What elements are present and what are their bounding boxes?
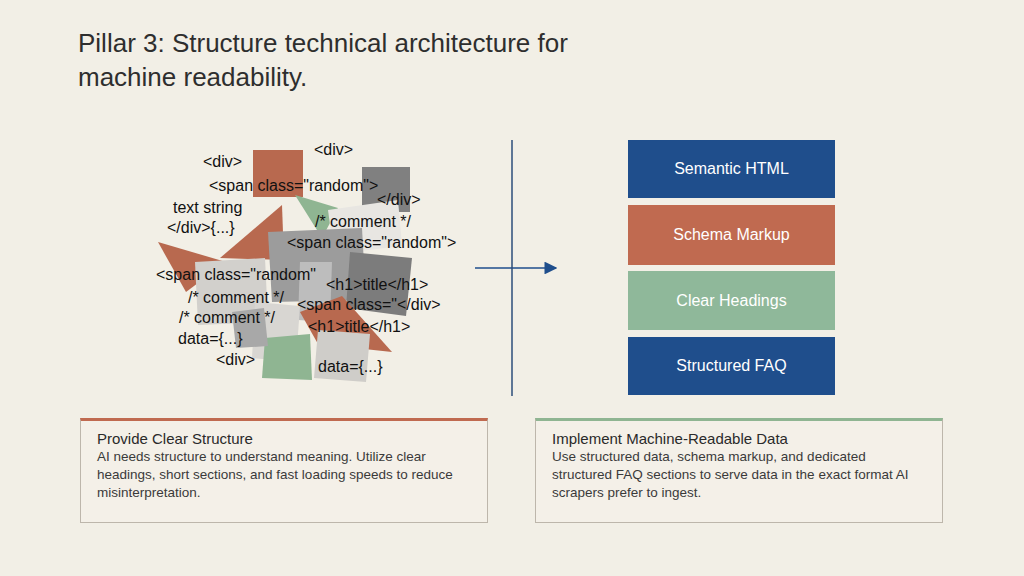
layer-band: Clear Headings bbox=[628, 271, 835, 330]
node-heading: Clear Headings bbox=[676, 292, 786, 310]
code-fragment: <span class="</div> bbox=[297, 296, 441, 314]
code-fragment: <div> bbox=[203, 153, 242, 171]
info-card: Implement Machine-Readable DataUse struc… bbox=[535, 418, 943, 523]
code-fragment: <h1>title</h1> bbox=[308, 318, 410, 336]
node-heading: Structured FAQ bbox=[676, 357, 786, 375]
divider-line bbox=[511, 140, 513, 396]
transform-arrow bbox=[475, 267, 556, 269]
node-body: Use structured data, schema markup, and … bbox=[552, 448, 926, 502]
code-fragment: /* comment */ bbox=[315, 213, 411, 231]
code-fragment: data={...} bbox=[318, 358, 383, 376]
node-body: AI needs structure to understand meaning… bbox=[97, 448, 471, 502]
node-heading: Schema Markup bbox=[673, 226, 790, 244]
layer-band: Schema Markup bbox=[628, 205, 835, 265]
node-heading: Semantic HTML bbox=[674, 160, 789, 178]
code-fragment: <span class="random"> bbox=[209, 177, 378, 195]
code-fragment: <div> bbox=[314, 141, 353, 159]
code-fragment: /* comment */ bbox=[179, 309, 275, 327]
code-fragment: text string bbox=[173, 199, 242, 217]
shape bbox=[262, 334, 312, 380]
code-fragment: <div> bbox=[216, 351, 255, 369]
info-card: Provide Clear StructureAI needs structur… bbox=[80, 418, 488, 523]
code-fragment: <h1>title</h1> bbox=[326, 276, 428, 294]
node-heading: Implement Machine-Readable Data bbox=[552, 429, 926, 448]
layer-band: Structured FAQ bbox=[628, 337, 835, 395]
code-fragment: <span class="random" bbox=[156, 266, 316, 284]
code-fragment: </div> bbox=[377, 191, 421, 209]
layer-band: Semantic HTML bbox=[628, 140, 835, 198]
title: Pillar 3: Structure technical architectu… bbox=[78, 26, 653, 94]
code-fragment: </div>{...} bbox=[167, 219, 235, 237]
node-heading: Provide Clear Structure bbox=[97, 429, 471, 448]
code-fragment: /* comment */ bbox=[188, 289, 284, 307]
code-fragment: <span class="random"> bbox=[287, 234, 456, 252]
code-fragment: data={...} bbox=[178, 330, 243, 348]
